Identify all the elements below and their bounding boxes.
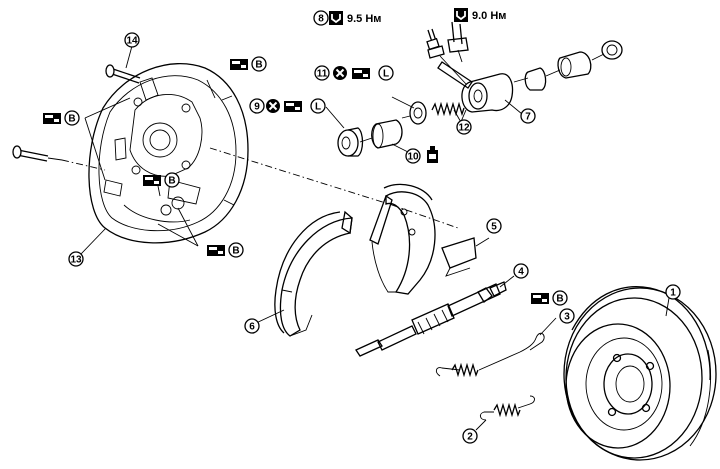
torque-tube-label: 9.0 Нм bbox=[472, 10, 506, 22]
grease-symbol bbox=[43, 113, 61, 124]
brake-drum bbox=[563, 286, 717, 461]
brake-shoe-leading bbox=[274, 210, 353, 337]
callout-2: 2 bbox=[462, 428, 478, 444]
grade-b-marker: B bbox=[251, 56, 267, 72]
callout-12: 12 bbox=[456, 119, 472, 135]
svg-text:12: 12 bbox=[458, 123, 470, 134]
callout-5: 5 bbox=[486, 218, 502, 234]
callout-8: 8 bbox=[313, 10, 329, 26]
svg-text:B: B bbox=[68, 114, 75, 125]
adjuster-assembly bbox=[355, 275, 515, 357]
svg-text:8: 8 bbox=[318, 14, 324, 25]
grease-symbol bbox=[207, 245, 225, 256]
callout-6: 6 bbox=[244, 318, 260, 334]
cylinder-spring bbox=[401, 101, 465, 119]
svg-text:L: L bbox=[383, 69, 389, 80]
backing-plate bbox=[88, 63, 249, 244]
svg-text:14: 14 bbox=[126, 36, 138, 47]
svg-text:1: 1 bbox=[670, 288, 676, 299]
callout-7: 7 bbox=[520, 108, 536, 124]
piston bbox=[359, 119, 403, 149]
bleeder-screw bbox=[426, 28, 467, 85]
torque-wrench-icon bbox=[453, 7, 469, 23]
adjuster-plate bbox=[441, 237, 490, 277]
callout-13: 13 bbox=[68, 251, 84, 267]
svg-text:11: 11 bbox=[317, 69, 328, 80]
grease-symbol bbox=[531, 293, 549, 304]
grease-symbol bbox=[284, 101, 302, 112]
brake-tube-fitting bbox=[447, 21, 469, 63]
grease-symbol bbox=[143, 175, 161, 186]
grade-b-marker: B bbox=[64, 110, 80, 126]
svg-text:6: 6 bbox=[249, 322, 255, 333]
adjuster-spring bbox=[475, 395, 535, 431]
no-reuse-icon bbox=[265, 98, 281, 114]
rubber-grease-marker: L bbox=[310, 98, 326, 114]
svg-text:2: 2 bbox=[467, 432, 473, 443]
svg-text:5: 5 bbox=[491, 222, 497, 233]
callout-3: 3 bbox=[559, 308, 575, 324]
brake-shoe-trailing bbox=[369, 183, 436, 295]
svg-text:B: B bbox=[168, 176, 175, 187]
mounting-bolt bbox=[12, 145, 63, 162]
fluid-bottle-icon bbox=[427, 146, 438, 163]
no-reuse-icon bbox=[332, 65, 348, 81]
callout-4: 4 bbox=[513, 263, 529, 279]
grade-b-marker: B bbox=[228, 242, 244, 258]
svg-text:L: L bbox=[315, 102, 321, 113]
svg-text:10: 10 bbox=[407, 152, 419, 163]
rubber-grease-marker: L bbox=[378, 65, 394, 81]
return-spring bbox=[435, 317, 557, 378]
callout-10: 10 bbox=[405, 148, 421, 164]
svg-text:3: 3 bbox=[564, 312, 570, 323]
svg-text:B: B bbox=[255, 60, 262, 71]
callouts: 14 13 6 5 4 3 2 1 7 8 9 10 11 12 B B B B… bbox=[64, 10, 681, 444]
svg-text:4: 4 bbox=[518, 267, 524, 278]
grade-b-marker: B bbox=[164, 172, 180, 188]
svg-text:9: 9 bbox=[254, 102, 260, 113]
torque-wrench-icon bbox=[328, 10, 344, 26]
svg-text:7: 7 bbox=[525, 112, 531, 123]
grease-symbol bbox=[230, 59, 248, 70]
anchor-bolt bbox=[105, 64, 141, 84]
callout-14: 14 bbox=[124, 32, 140, 48]
callout-11: 11 bbox=[314, 65, 330, 81]
grease-symbol bbox=[352, 68, 370, 79]
callout-1: 1 bbox=[665, 284, 681, 300]
dust-boot bbox=[337, 127, 364, 157]
grade-b-marker: B bbox=[552, 290, 568, 306]
svg-text:B: B bbox=[232, 246, 239, 257]
torque-labels: 9.5 Нм 9.0 Нм bbox=[347, 10, 506, 25]
svg-text:B: B bbox=[556, 294, 563, 305]
piston-cup bbox=[409, 101, 427, 125]
svg-text:13: 13 bbox=[70, 255, 82, 266]
callout-9: 9 bbox=[249, 98, 265, 114]
torque-bleeder-label: 9.5 Нм bbox=[347, 13, 381, 25]
wheel-cylinder bbox=[437, 40, 623, 125]
